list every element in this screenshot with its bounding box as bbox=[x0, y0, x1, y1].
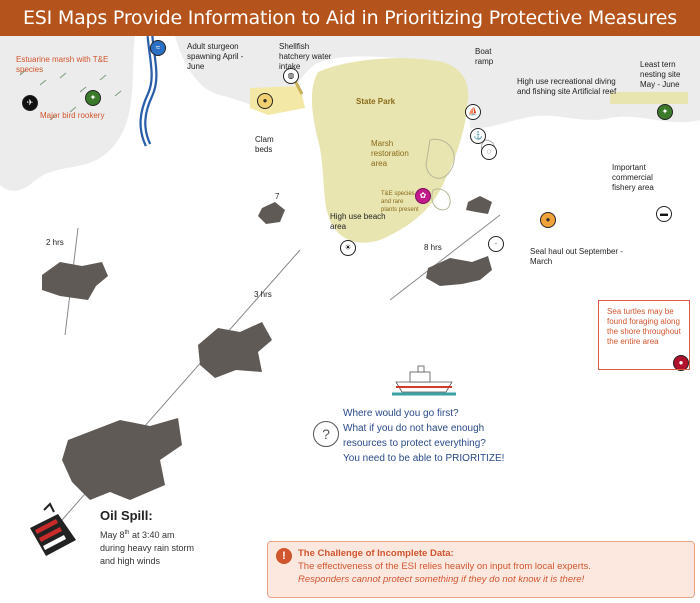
question-line: Where would you go first? bbox=[343, 408, 459, 419]
oil-slick-small-2 bbox=[466, 196, 492, 214]
label-state-park: State Park bbox=[356, 97, 396, 106]
left-landmass bbox=[0, 36, 135, 191]
label-boat-ramp: Boat ramp bbox=[475, 47, 494, 66]
label-3-hrs: 3 hrs bbox=[254, 290, 272, 299]
warning-icon: ! bbox=[276, 548, 292, 564]
question-line: What if you do not have enough bbox=[343, 423, 485, 434]
page-title: ESI Maps Provide Information to Aid in P… bbox=[0, 0, 700, 36]
oil-slick-right bbox=[426, 256, 492, 286]
shellfish-icon: ◍ bbox=[283, 68, 299, 84]
label-bird-rookery: Major bird rookery bbox=[40, 111, 105, 120]
label-2-hrs: 2 hrs bbox=[46, 238, 64, 247]
oil-slicks bbox=[42, 196, 492, 500]
label-least-tern: Least tern nesting site May - June bbox=[640, 60, 681, 89]
oil-spill-title: Oil Spill: bbox=[100, 508, 153, 523]
tern-icon: ✦ bbox=[657, 104, 673, 120]
rare-plant-icon: ✿ bbox=[415, 188, 431, 204]
small-marker-icon: · bbox=[488, 236, 504, 252]
label-clam-beds: Clam beds bbox=[255, 135, 274, 154]
reef-icon: ◌ bbox=[481, 144, 497, 160]
oil-spill-conditions-2: and high winds bbox=[100, 556, 161, 566]
challenge-line-1: The effectiveness of the ESI relies heav… bbox=[298, 561, 591, 572]
fishery-icon: ▬ bbox=[656, 206, 672, 222]
sea-turtles-note: Sea turtles may be found foraging along … bbox=[598, 300, 690, 370]
bird-icon: ✈ bbox=[22, 95, 38, 111]
oil-spill-vessel-icon bbox=[30, 502, 76, 556]
oil-spill-conditions: during heavy rain storm bbox=[100, 543, 195, 553]
bird-rookery-icon: ✦ bbox=[85, 90, 101, 106]
marsh-restoration-outline bbox=[425, 138, 455, 179]
label-7: 7 bbox=[275, 192, 280, 201]
prioritize-questions: Where would you go first? What if you do… bbox=[343, 406, 573, 466]
challenge-line-2: Responders cannot protect something if t… bbox=[298, 574, 585, 585]
clam-icon: ● bbox=[257, 93, 273, 109]
oil-slick-left bbox=[42, 262, 108, 300]
dive-icon: ⚓ bbox=[470, 128, 486, 144]
question-line: You need to be able to PRIORITIZE! bbox=[343, 453, 505, 464]
response-vessel-icon bbox=[392, 365, 456, 396]
water-intake-icon: ≈ bbox=[150, 40, 166, 56]
oil-slick-mid bbox=[198, 322, 272, 378]
sea-turtle-icon: ● bbox=[673, 355, 689, 371]
challenge-box: ! The Challenge of Incomplete Data: The … bbox=[267, 541, 695, 598]
question-icon: ? bbox=[313, 421, 339, 447]
label-8-hrs: 8 hrs bbox=[424, 243, 442, 252]
label-seal-haul-out: Seal haul out September - March bbox=[530, 247, 623, 266]
oil-slick-large bbox=[62, 418, 182, 500]
label-commercial-fishery: Important commercial fishery area bbox=[612, 163, 654, 192]
label-recreational-site: High use recreational diving and fishing… bbox=[517, 77, 617, 96]
upper-landmass bbox=[175, 36, 700, 129]
label-high-use-beach: High use beach area bbox=[330, 212, 386, 231]
oil-slick-small-1 bbox=[258, 202, 285, 224]
tern-islet bbox=[610, 92, 688, 104]
challenge-heading: The Challenge of Incomplete Data: bbox=[298, 548, 454, 559]
seal-icon: ● bbox=[540, 212, 556, 228]
label-estuarine-marsh: Estuarine marsh with T&E species bbox=[16, 55, 109, 74]
label-te-species-plants: T&E species and rare plants present bbox=[381, 191, 419, 213]
boat-ramp-icon: ⛵ bbox=[465, 104, 481, 120]
beach-icon: ☀ bbox=[340, 240, 356, 256]
question-line: resources to protect everything? bbox=[343, 438, 486, 449]
label-adult-sturgeon: Adult sturgeon spawning April - June bbox=[187, 42, 244, 71]
label-shellfish-hatchery: Shellfish hatchery water intake bbox=[279, 42, 332, 71]
oil-spill-date: May 8th at 3:40 am bbox=[100, 530, 175, 540]
oil-spill-details: May 8th at 3:40 am during heavy rain sto… bbox=[100, 527, 220, 568]
label-marsh-restoration: Marsh restoration area bbox=[371, 139, 409, 168]
